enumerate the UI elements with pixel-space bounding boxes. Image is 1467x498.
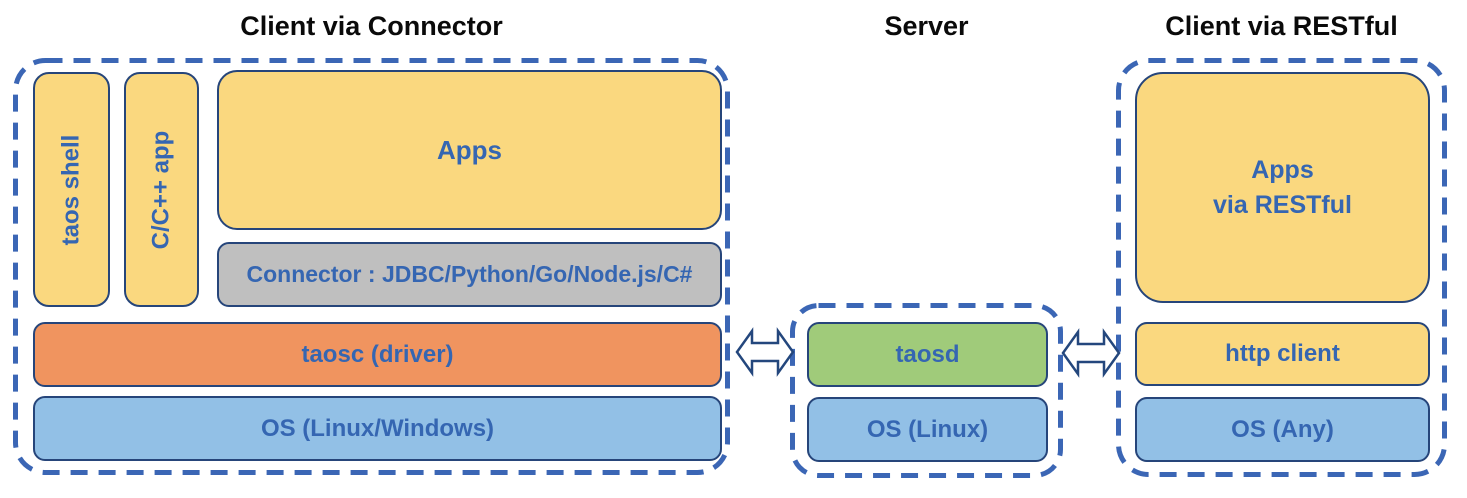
box-label: OS (Linux) (866, 415, 989, 443)
box-label: OS (Any) (1231, 415, 1334, 443)
panel-border-server (790, 303, 1063, 478)
box-apps-via-restful: Apps via RESTful (1135, 72, 1430, 303)
box-taos-shell: taos shell (33, 72, 110, 307)
box-os-linux-windows: OS (Linux/Windows) (33, 396, 722, 461)
box-label: taosc (driver) (301, 340, 454, 368)
box-label: Connector : JDBC/Python/Go/Node.js/C# (246, 261, 693, 287)
box-apps: Apps (217, 70, 722, 230)
box-label: Apps via RESTful (1213, 155, 1352, 219)
box-label: taosd (895, 340, 960, 368)
box-os-any: OS (Any) (1135, 397, 1430, 462)
box-taosd: taosd (807, 322, 1048, 387)
panel-title-client-via-connector: Client via Connector (240, 10, 503, 41)
panel-title-client-via-restful: Client via RESTful (1165, 10, 1398, 41)
double-arrow-icon (1061, 328, 1121, 378)
box-http-client: http client (1135, 322, 1430, 386)
panel-title-server: Server (884, 10, 969, 41)
box-label: C/C++ app (147, 130, 175, 249)
box-label: http client (1225, 340, 1340, 367)
box-label: OS (Linux/Windows) (260, 414, 495, 442)
box-os-linux: OS (Linux) (807, 397, 1048, 462)
box-label: Apps (437, 134, 502, 165)
panel-border-client-via-connector (13, 58, 730, 475)
panel-border-client-via-restful (1116, 58, 1447, 477)
double-arrow-icon (735, 327, 795, 377)
box-label: taos shell (57, 134, 85, 245)
box-taosc-driver: taosc (driver) (33, 322, 722, 387)
box-connector: Connector : JDBC/Python/Go/Node.js/C# (217, 242, 722, 307)
box-cpp-app: C/C++ app (124, 72, 199, 307)
